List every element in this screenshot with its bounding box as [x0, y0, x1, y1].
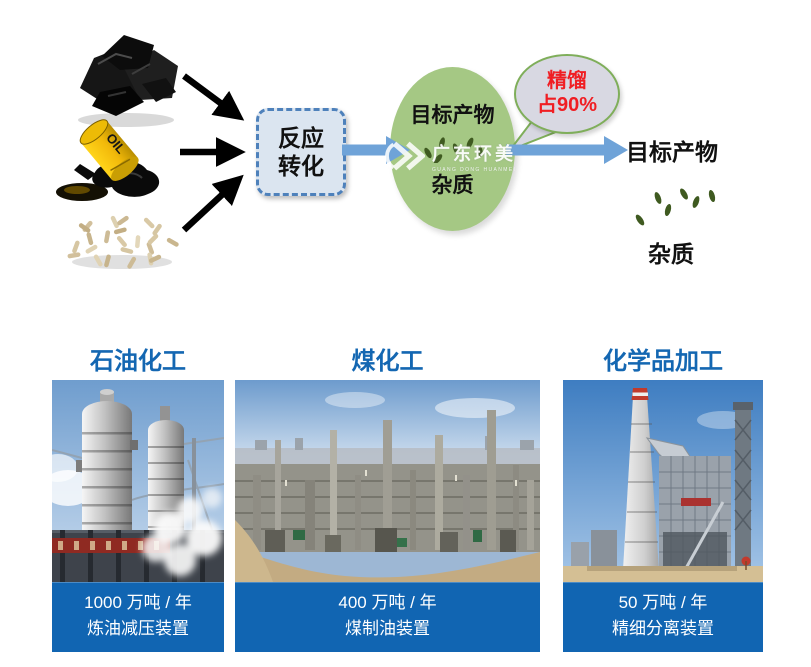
caption-unit: 煤制油装置: [345, 619, 430, 639]
photo-refinery-vacuum-towers: [52, 380, 224, 582]
reaction-conversion-box: 反应 转化: [256, 108, 346, 196]
bubble-line2: 占90%: [536, 94, 598, 116]
watermark-name: 广东环美: [432, 143, 516, 164]
caption-coal-chemical: 400 万吨 / 年 煤制油装置: [235, 582, 540, 652]
caption-capacity: 1000 万吨 / 年: [84, 593, 192, 612]
mixture-impurity-specks: [423, 137, 483, 163]
watermark: 广东环美 GUANG DONG HUANMEI: [383, 139, 516, 173]
output-impurity-specks: [635, 188, 716, 226]
arrow-coal-to-box: [182, 73, 245, 121]
pellets-image: [67, 215, 179, 269]
bubble-line1: 精馏: [547, 70, 587, 93]
diagram-background: OIL: [56, 35, 246, 269]
card-chemical-processing: 50 万吨 / 年 精细分离装置: [563, 380, 763, 652]
header-chemical-processing: 化学品加工: [603, 348, 723, 375]
reaction-line2: 转化: [278, 153, 324, 179]
photo-coal-to-liquid-plant: [235, 380, 540, 582]
mixture-impurity-label: 杂质: [431, 174, 474, 197]
caption-capacity: 50 万吨 / 年: [618, 593, 708, 612]
output-impurity-label: 杂质: [648, 241, 694, 267]
mixture-product-label: 目标产物: [410, 104, 495, 127]
photo-fine-separation-plant: [563, 380, 763, 582]
caption-petrochemical: 1000 万吨 / 年 炼油减压装置: [52, 582, 224, 652]
arrow-pellets-to-box: [181, 174, 244, 233]
caption-capacity: 400 万吨 / 年: [338, 593, 437, 612]
reaction-line1: 反应: [278, 124, 324, 151]
oil-can-image: OIL: [56, 119, 160, 201]
header-coal-chemical: 煤化工: [351, 348, 424, 375]
header-petrochemical: 石油化工: [90, 348, 186, 375]
caption-unit: 炼油减压装置: [87, 619, 189, 639]
output-product-label: 目标产物: [626, 139, 718, 165]
card-coal-chemical: 400 万吨 / 年 煤制油装置: [235, 380, 540, 652]
watermark-tagline: GUANG DONG HUANMEI: [432, 166, 517, 173]
distillation-bubble: 精馏 占90%: [514, 54, 620, 134]
coal-image: [78, 35, 178, 127]
caption-chemical-processing: 50 万吨 / 年 精细分离装置: [563, 582, 763, 652]
caption-unit: 精细分离装置: [612, 619, 714, 639]
card-petrochemical: 1000 万吨 / 年 炼油减压装置: [52, 380, 224, 652]
watermark-logo-icon: [385, 141, 425, 171]
